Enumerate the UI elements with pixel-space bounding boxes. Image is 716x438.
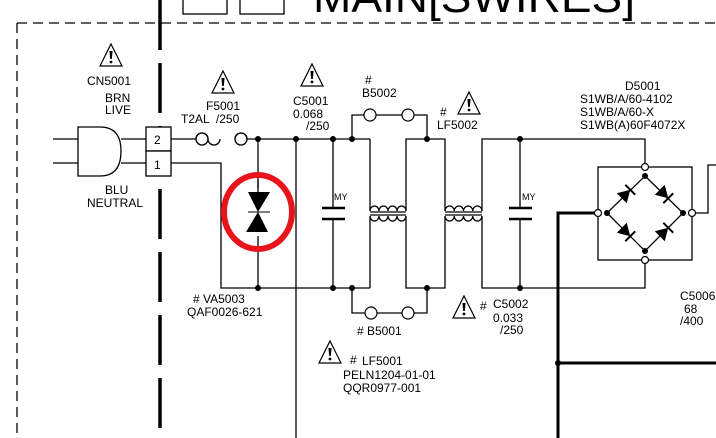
c5006-value: 68 bbox=[684, 302, 698, 316]
highlight-circle bbox=[221, 172, 295, 252]
va5003-part: QAF0026-621 bbox=[187, 305, 263, 319]
lf5001-hash: # bbox=[350, 353, 357, 367]
c5002-type: MY bbox=[522, 192, 536, 202]
varistor-va5003 bbox=[246, 180, 270, 236]
c5002-hash: # bbox=[480, 299, 487, 313]
lf5001-part-1: PELN1204-01-01 bbox=[343, 368, 436, 382]
d5001-part-1: S1WB/A/60-4102 bbox=[580, 92, 673, 106]
fuse-f5001 bbox=[195, 132, 248, 146]
cn5001-ref: CN5001 bbox=[87, 74, 131, 88]
bead-b5002 bbox=[363, 108, 415, 122]
f5001-value: T2AL /250 bbox=[181, 112, 240, 126]
neutral-label: NEUTRAL bbox=[87, 196, 143, 210]
lf5002-hash: # bbox=[440, 105, 447, 119]
c5002-ref: C5002 bbox=[493, 297, 529, 311]
c5006-voltage: /400 bbox=[680, 314, 704, 328]
wiring bbox=[171, 114, 716, 438]
warning-triangle-icon bbox=[211, 70, 235, 94]
page-title: MAIN[SWIRES] bbox=[313, 0, 635, 22]
c5001-value: 0.068 bbox=[293, 107, 323, 121]
f5001-ref: F5001 bbox=[206, 99, 240, 113]
connector-cn5001: 2 1 bbox=[53, 126, 172, 177]
warning-triangle-icon bbox=[300, 63, 324, 87]
bead-b5001 bbox=[364, 306, 415, 320]
c5002-value: 0.033 bbox=[493, 311, 523, 325]
lf5002-ref: LF5002 bbox=[437, 118, 478, 132]
c5001-type: MY bbox=[334, 192, 348, 202]
d5001-part-3: S1WB(A)60F4072X bbox=[580, 118, 685, 132]
lf5001-ref: LF5001 bbox=[362, 354, 403, 368]
title-box-2 bbox=[239, 0, 285, 15]
line-filter-lf5002 bbox=[444, 205, 483, 222]
c5001-voltage: /250 bbox=[306, 119, 330, 133]
d5001-part-2: S1WB/A/60-X bbox=[580, 105, 654, 119]
b5002-hash: # bbox=[365, 73, 372, 87]
warning-triangle-icon bbox=[318, 340, 342, 364]
warning-triangle-icon bbox=[452, 295, 476, 319]
bridge-rectifier-d5001 bbox=[593, 162, 697, 265]
live-color-label: BRN bbox=[105, 91, 130, 105]
neutral-color-label: BLU bbox=[105, 183, 128, 197]
capacitor-c5001 bbox=[322, 206, 345, 221]
capacitor-c5002 bbox=[509, 206, 532, 221]
c5006-ref: C5006 bbox=[680, 289, 716, 303]
live-label: LIVE bbox=[105, 103, 131, 117]
title-box-1 bbox=[182, 0, 228, 15]
lf5001-part-2: QQR0977-001 bbox=[343, 381, 421, 395]
c5001-ref: C5001 bbox=[293, 94, 329, 108]
d5001-ref: D5001 bbox=[625, 79, 661, 93]
warning-triangle-icon bbox=[457, 91, 481, 115]
pin-2-label: 2 bbox=[154, 133, 161, 147]
b5001-ref: # B5001 bbox=[357, 324, 402, 338]
va5003-ref: # VA5003 bbox=[193, 292, 245, 306]
line-filter-lf5001 bbox=[369, 205, 407, 222]
junction-dots bbox=[255, 136, 523, 291]
c5002-voltage: /250 bbox=[500, 323, 524, 337]
warning-triangle-icon bbox=[99, 43, 123, 67]
b5002-ref: B5002 bbox=[362, 86, 397, 100]
pin-1-label: 1 bbox=[154, 158, 161, 172]
